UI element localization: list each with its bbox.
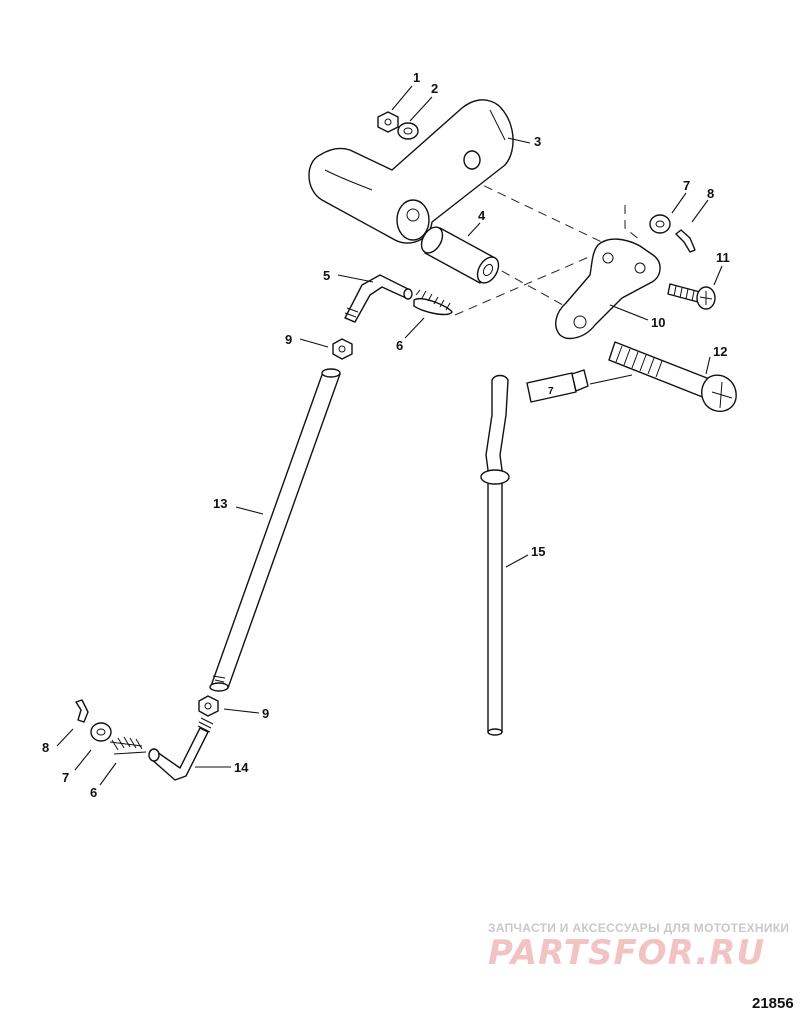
callout-15: 15 <box>531 544 545 559</box>
watermark: ЗАПЧАСТИ И АКСЕССУАРЫ ДЛЯ МОТОТЕХНИКИ PA… <box>488 921 789 973</box>
callout-11: 11 <box>716 250 730 265</box>
part-8-cotter-pin-upper <box>675 229 696 253</box>
callout-9-lower: 9 <box>262 706 269 721</box>
part-6-spring-lower <box>109 736 147 755</box>
tube-label: 7 <box>548 386 554 397</box>
part-13-long-rod <box>209 368 341 692</box>
watermark-logo: PARTSFOR.RU <box>488 933 765 973</box>
callout-labels: 1 2 3 4 5 6 7 8 9 10 11 12 13 15 9 8 7 6… <box>42 70 730 800</box>
callout-13: 13 <box>213 496 227 511</box>
callout-14: 14 <box>234 760 249 775</box>
callout-6-upper: 6 <box>396 338 403 353</box>
callout-6-lower: 6 <box>90 785 97 800</box>
callout-3: 3 <box>534 134 541 149</box>
lubricant-tube: 7 <box>526 369 589 403</box>
part-8-cotter-pin-lower <box>75 699 89 723</box>
part-9-nut-upper <box>332 338 353 360</box>
drawing-number: 21856 <box>752 995 794 1012</box>
part-5-bent-rod <box>344 274 413 323</box>
callout-10: 10 <box>651 315 665 330</box>
part-6-spring-upper <box>413 289 453 316</box>
callout-8-upper: 8 <box>707 186 714 201</box>
callout-12: 12 <box>713 344 727 359</box>
part-11-screw <box>667 283 716 310</box>
callout-5: 5 <box>323 268 330 283</box>
callout-8-lower: 8 <box>42 740 49 755</box>
part-9-nut-lower <box>198 695 219 717</box>
part-4-bushing <box>420 226 500 284</box>
callout-9-upper: 9 <box>285 332 292 347</box>
part-15-shaft <box>480 374 510 736</box>
callout-7-upper: 7 <box>683 178 690 193</box>
callout-1: 1 <box>413 70 420 85</box>
part-2-washer <box>397 122 419 140</box>
callout-2: 2 <box>431 81 438 96</box>
part-7-washer-lower <box>90 722 112 742</box>
part-14-bent-rod <box>148 717 214 781</box>
part-12-bolt <box>608 341 737 413</box>
leader-lines <box>56 85 723 786</box>
part-1-nut <box>377 111 399 133</box>
callout-7-lower: 7 <box>62 770 69 785</box>
watermark-tagline: ЗАПЧАСТИ И АКСЕССУАРЫ ДЛЯ МОТОТЕХНИКИ <box>488 921 789 935</box>
part-7-washer-upper <box>649 214 671 234</box>
callout-4: 4 <box>478 208 486 223</box>
part-10-bracket <box>555 238 661 340</box>
